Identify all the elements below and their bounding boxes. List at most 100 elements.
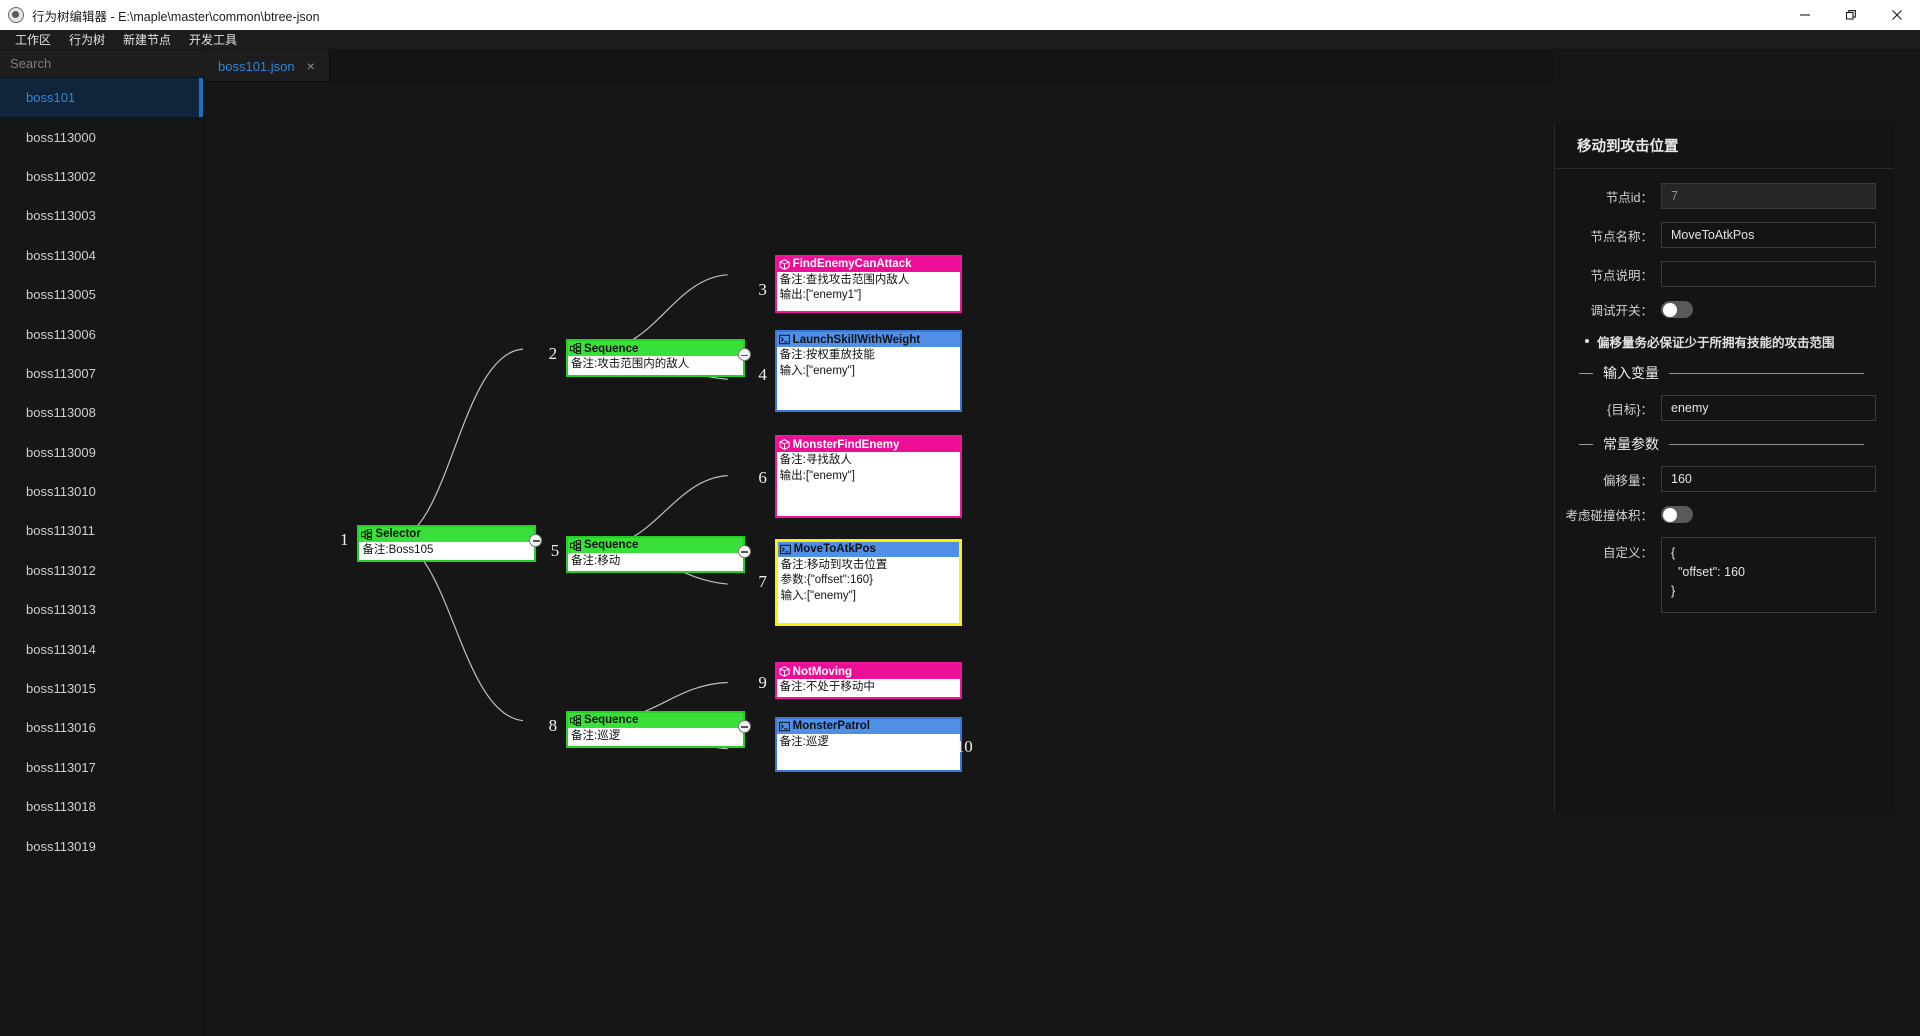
node-rows: 备注:移动到攻击位置参数:{"offset":160}输入:["enemy"] — [778, 557, 959, 607]
field-node-id: 节点id： — [1557, 183, 1876, 209]
collapse-dash-icon[interactable] — [1579, 372, 1593, 374]
tab-boss101-json[interactable]: boss101.json × — [204, 50, 330, 81]
node-index-8: 8 — [548, 715, 558, 735]
window-controls — [1782, 0, 1920, 30]
restore-icon[interactable] — [1828, 0, 1874, 30]
menu-item-workspace[interactable]: 工作区 — [15, 32, 52, 47]
node-collapse-handle-1[interactable] — [529, 533, 543, 547]
input-target-input[interactable] — [1661, 395, 1876, 421]
field-custom: 自定义： — [1557, 537, 1876, 613]
file-item-label: boss113016 — [26, 720, 96, 736]
file-item-label: boss113009 — [26, 444, 96, 460]
debug-switch-label: 调试开关： — [1590, 304, 1653, 318]
file-item-boss113002[interactable]: boss113002 — [0, 157, 203, 196]
menu-item-new-node[interactable]: 新建节点 — [123, 32, 172, 47]
collision-toggle[interactable] — [1661, 506, 1693, 523]
field-collision: 考虑碰撞体积： — [1557, 505, 1876, 524]
menu-item-behavior-tree[interactable]: 行为树 — [69, 32, 106, 47]
offset-input[interactable] — [1661, 466, 1876, 492]
section-input-vars: 输入变量 — [1579, 363, 1876, 383]
search-input[interactable] — [0, 50, 196, 77]
field-input-target: {目标}： — [1557, 395, 1876, 421]
node-id-label: 节点id： — [1605, 190, 1653, 205]
node-row: 备注:巡逻 — [571, 729, 621, 742]
file-item-boss113017[interactable]: boss113017 — [0, 748, 203, 787]
node-row: 备注:移动 — [571, 554, 621, 567]
file-item-boss113000[interactable]: boss113000 — [0, 117, 203, 156]
note-text: 偏移量务必保证少于所拥有技能的攻击范围 — [1597, 336, 1835, 350]
tree-node-icon — [570, 714, 582, 726]
node-header: Sequence — [568, 537, 743, 553]
offset-label: 偏移量： — [1602, 473, 1653, 488]
action-console-icon — [778, 721, 790, 732]
tree-node-icon — [570, 539, 582, 551]
file-item-boss113004[interactable]: boss113004 — [0, 236, 203, 275]
close-icon[interactable] — [1874, 0, 1920, 30]
node-index-1: 1 — [340, 529, 349, 549]
node-rows: 备注:不处于移动中 — [777, 679, 960, 698]
node-name-input[interactable] — [1661, 222, 1876, 248]
node-rows: 备注:按权重放技能输入:["enemy"] — [777, 347, 960, 381]
collapse-dash-icon-2[interactable] — [1579, 443, 1593, 445]
file-item-boss113013[interactable]: boss113013 — [0, 590, 203, 629]
node-index-9: 9 — [758, 673, 767, 693]
node-collapse-handle-5[interactable] — [737, 544, 751, 558]
node-row: 备注:巡逻 — [779, 735, 829, 748]
field-offset: 偏移量： — [1557, 466, 1876, 492]
file-item-boss113018[interactable]: boss113018 — [0, 787, 203, 826]
tab-close-icon[interactable]: × — [306, 58, 315, 74]
field-node-name: 节点名称： — [1557, 222, 1876, 248]
node-desc-input[interactable] — [1661, 261, 1876, 287]
node-row: 备注:寻找敌人 — [779, 454, 852, 467]
inspector-note: 偏移量务必保证少于所拥有技能的攻击范围 — [1585, 332, 1876, 351]
node-index-7: 7 — [758, 572, 767, 592]
menu-item-dev-tools[interactable]: 开发工具 — [189, 32, 238, 47]
file-item-boss113009[interactable]: boss113009 — [0, 433, 203, 472]
file-item-boss113006[interactable]: boss113006 — [0, 314, 203, 353]
file-item-boss113014[interactable]: boss113014 — [0, 629, 203, 668]
file-item-boss113011[interactable]: boss113011 — [0, 511, 203, 550]
file-item-boss113016[interactable]: boss113016 — [0, 708, 203, 747]
node-rows: 备注:移动 — [568, 553, 743, 572]
file-item-boss113010[interactable]: boss113010 — [0, 472, 203, 511]
node-row: 输入:["enemy"] — [780, 589, 856, 602]
file-item-boss113015[interactable]: boss113015 — [0, 669, 203, 708]
menu-bar: 工作区 行为树 新建节点 开发工具 — [0, 30, 1920, 50]
node-rows: 备注:寻找敌人输出:["enemy"] — [777, 452, 960, 486]
node-header: MoveToAtkPos — [777, 541, 959, 557]
section-divider-2 — [1669, 443, 1864, 445]
app-logo-icon — [8, 7, 24, 23]
file-item-boss113019[interactable]: boss113019 — [0, 826, 203, 865]
node-collapse-handle-8[interactable] — [737, 719, 751, 733]
node-index-10: 10 — [955, 736, 973, 756]
node-index-2: 2 — [548, 344, 558, 364]
node-index-5: 5 — [550, 540, 560, 560]
minimize-icon[interactable] — [1782, 0, 1828, 30]
node-collapse-handle-2[interactable] — [737, 348, 751, 362]
node-rows: 备注:攻击范围内的敌人 — [568, 356, 743, 375]
debug-switch-toggle[interactable] — [1661, 301, 1693, 318]
file-item-label: boss113002 — [26, 168, 96, 184]
file-item-boss113005[interactable]: boss113005 — [0, 275, 203, 314]
file-item-boss113008[interactable]: boss113008 — [0, 393, 203, 432]
node-type-label: LaunchSkillWithWeight — [792, 333, 921, 346]
file-item-boss113003[interactable]: boss113003 — [0, 196, 203, 235]
node-id-input — [1661, 183, 1876, 209]
file-item-boss113012[interactable]: boss113012 — [0, 551, 203, 590]
file-item-boss101[interactable]: boss101 — [0, 78, 203, 118]
tab-bar: boss101.json × — [204, 50, 1554, 82]
custom-textarea[interactable] — [1661, 537, 1876, 613]
file-item-boss113007[interactable]: boss113007 — [0, 354, 203, 393]
